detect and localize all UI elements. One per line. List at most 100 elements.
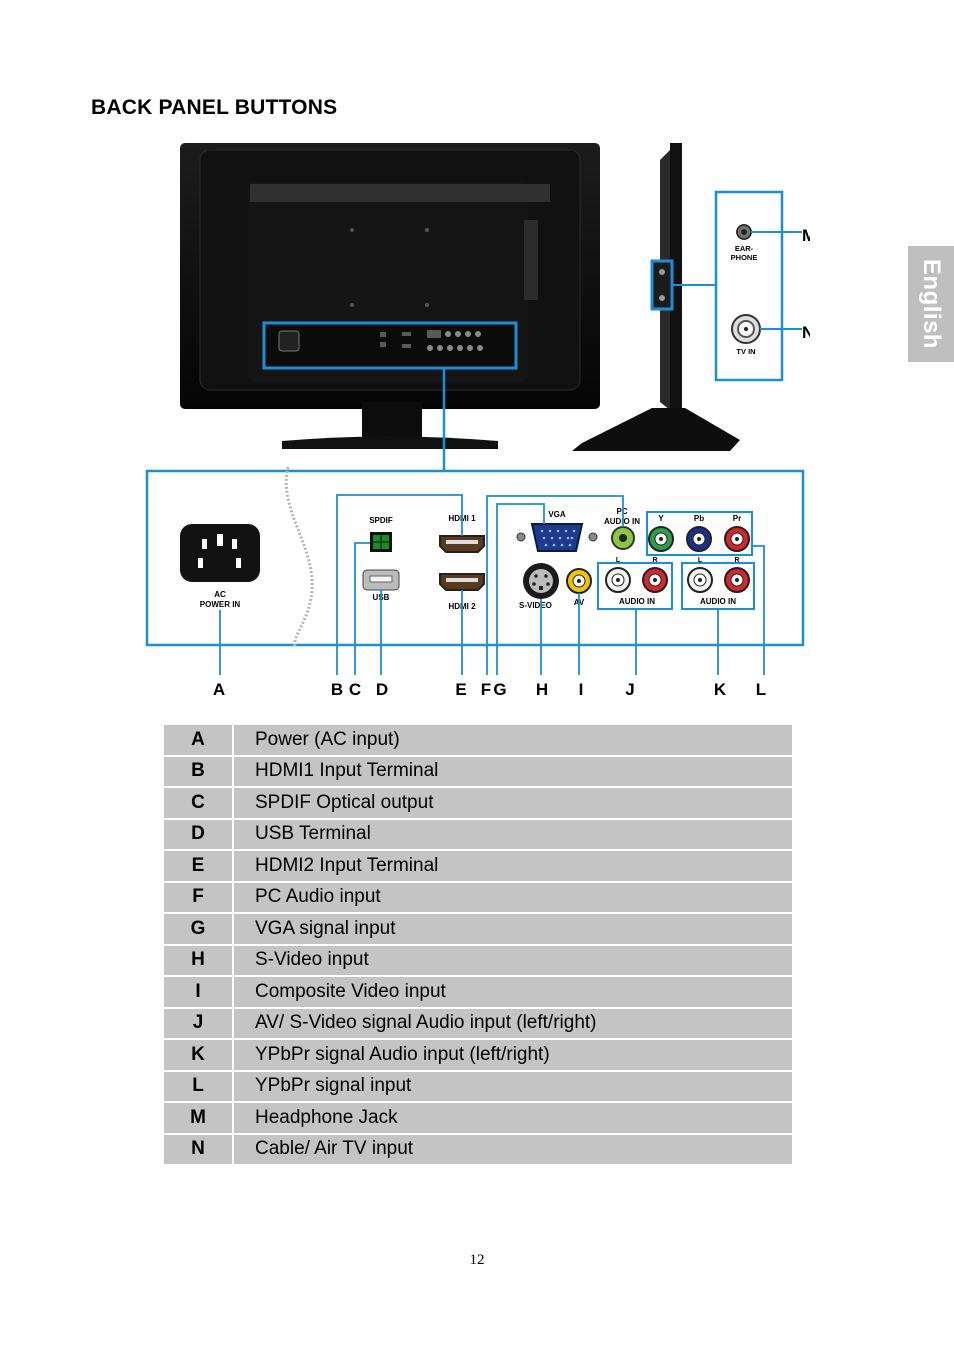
back-panel-diagram: EAR-PHONE TV IN M N AC POWER IN SPDIF <box>145 143 810 699</box>
pb-label: Pb <box>694 514 704 523</box>
monitor-side-icon <box>572 143 740 451</box>
rca-jack-icon <box>611 526 635 550</box>
spdif-port-icon <box>370 532 392 552</box>
legend-description: VGA signal input <box>234 914 792 946</box>
rca-jack-icon <box>566 568 592 594</box>
language-tab: English <box>908 246 954 362</box>
callout-c: C <box>349 680 361 699</box>
s-video-port-icon <box>523 563 559 599</box>
legend-key: B <box>164 756 234 788</box>
hdmi-port-icon <box>439 535 485 553</box>
audio2-l-label: L <box>698 557 703 564</box>
tv-in-jack-icon <box>731 314 761 344</box>
legend-description: AV/ S-Video signal Audio input (left/rig… <box>234 1008 792 1040</box>
page-title: BACK PANEL BUTTONS <box>91 96 338 119</box>
audio-in-2-label: AUDIO IN <box>700 597 736 606</box>
callout-i: I <box>579 680 584 699</box>
legend-key: M <box>164 1103 234 1135</box>
legend-description: YPbPr signal input <box>234 1071 792 1103</box>
s-video-label: S-VIDEO <box>519 601 552 610</box>
legend-description: HDMI2 Input Terminal <box>234 851 792 883</box>
page-number: 12 <box>469 1252 485 1268</box>
legend-description: HDMI1 Input Terminal <box>234 756 792 788</box>
legend-description: USB Terminal <box>234 819 792 851</box>
callout-letters: A B C D E F G H I J K L <box>213 680 766 699</box>
rca-jack-icon <box>605 567 631 593</box>
legend-key: G <box>164 914 234 946</box>
callout-a: A <box>213 680 225 699</box>
callout-j: J <box>625 680 634 699</box>
earphone-jack-icon <box>736 224 752 240</box>
callout-b: B <box>331 680 343 699</box>
ac-label-line1: AC <box>214 590 226 599</box>
y-label: Y <box>658 514 664 523</box>
callout-h: H <box>536 680 548 699</box>
pr-label: Pr <box>733 514 741 523</box>
vga-label: VGA <box>548 510 566 519</box>
legend-description: Composite Video input <box>234 977 792 1009</box>
legend-description: SPDIF Optical output <box>234 788 792 820</box>
legend-description: Power (AC input) <box>234 725 792 757</box>
side-jacks-callout: EAR-PHONE TV IN M N <box>672 190 810 382</box>
legend-key: J <box>164 1008 234 1040</box>
callout-n: N <box>802 323 810 342</box>
legend-key: E <box>164 851 234 883</box>
rca-jack-icon <box>724 567 750 593</box>
callout-d: D <box>376 680 388 699</box>
legend-key: I <box>164 977 234 1009</box>
audio1-r-label: R <box>652 557 657 564</box>
legend-key: N <box>164 1134 234 1166</box>
tv-in-label: TV IN <box>736 347 755 356</box>
rca-jack-icon <box>687 567 713 593</box>
legend-key: F <box>164 882 234 914</box>
callout-f: F <box>481 680 491 699</box>
legend-key: D <box>164 819 234 851</box>
rca-jack-icon <box>642 567 668 593</box>
usb-port-icon <box>362 569 400 591</box>
earphone-label: EAR-PHONE <box>731 244 758 262</box>
audio2-r-label: R <box>734 557 739 564</box>
callout-e: E <box>455 680 466 699</box>
language-tab-label: English <box>918 258 945 350</box>
legend-description: PC Audio input <box>234 882 792 914</box>
legend-key: K <box>164 1040 234 1072</box>
audio1-l-label: L <box>616 557 621 564</box>
callout-k: K <box>714 680 727 699</box>
legend-key: A <box>164 725 234 757</box>
legend-description: Headphone Jack <box>234 1103 792 1135</box>
monitor-back-icon <box>180 143 600 449</box>
legend-description: S-Video input <box>234 945 792 977</box>
callout-g: G <box>493 680 506 699</box>
spdif-label: SPDIF <box>369 516 393 525</box>
rca-jack-icon <box>686 526 712 552</box>
rca-jack-icon <box>724 526 750 552</box>
legend-description: Cable/ Air TV input <box>234 1134 792 1166</box>
leader-lines <box>219 494 765 675</box>
audio-in-1-label: AUDIO IN <box>619 597 655 606</box>
vga-port-icon <box>516 523 598 552</box>
legend-key: H <box>164 945 234 977</box>
ac-socket-icon <box>180 524 260 582</box>
callout-l: L <box>756 680 766 699</box>
hdmi-port-icon <box>439 573 485 591</box>
legend-key: L <box>164 1071 234 1103</box>
legend-key: C <box>164 788 234 820</box>
rca-jack-icon <box>648 526 674 552</box>
legend-description: YPbPr signal Audio input (left/right) <box>234 1040 792 1072</box>
callout-m: M <box>802 226 810 245</box>
